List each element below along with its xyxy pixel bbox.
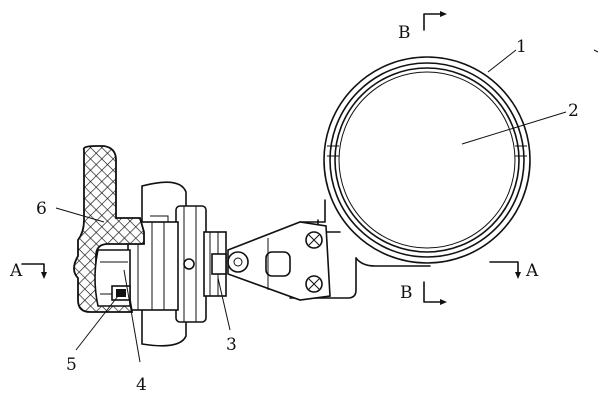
callout-label-5: 5 xyxy=(66,355,77,375)
section-mark-bottom-b: B xyxy=(400,281,447,305)
callout-1: 1 xyxy=(487,37,527,73)
section-label-bottom-b: B xyxy=(400,283,413,303)
ring-part xyxy=(323,56,531,264)
callout-6: 6 xyxy=(36,199,105,223)
stray-mark xyxy=(593,49,599,53)
hinge-plate xyxy=(227,221,331,301)
section-label-right-a: A xyxy=(525,261,539,281)
callout-label-1: 1 xyxy=(516,37,527,57)
callout-label-2: 2 xyxy=(568,101,579,121)
callout-label-4: 4 xyxy=(136,375,147,395)
callout-5: 5 xyxy=(66,295,119,375)
callout-label-6: 6 xyxy=(36,199,47,219)
callout-label-3: 3 xyxy=(226,335,237,355)
section-label-top-b: B xyxy=(398,23,411,43)
shaft-assembly xyxy=(127,181,227,347)
section-label-left-a: A xyxy=(9,261,23,281)
callout-4: 4 xyxy=(123,269,147,395)
callout-2: 2 xyxy=(461,101,579,145)
section-mark-right-a: A xyxy=(489,261,539,281)
section-mark-left-a: A xyxy=(9,261,47,281)
callout-3: 3 xyxy=(217,277,237,355)
nut-part xyxy=(111,285,131,301)
section-mark-top-b: B xyxy=(398,11,447,43)
lens-part xyxy=(338,71,516,249)
